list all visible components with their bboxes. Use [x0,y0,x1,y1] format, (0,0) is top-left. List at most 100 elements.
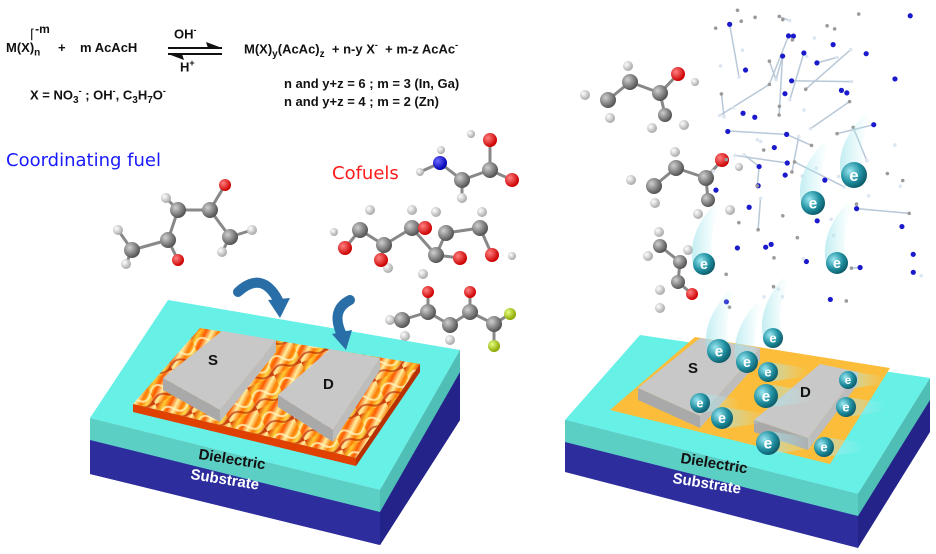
oh-sup: - [193,25,197,35]
polymer-atom [734,245,740,251]
polymer-atom [725,128,731,135]
condition-in-ga: n and y+z = 6 ; m = 3 (In, Ga) [284,76,460,91]
electron-trail [768,362,808,382]
polymer-atom [788,78,795,84]
h-label: H [180,59,190,75]
polymer-bond [805,48,852,90]
polymer-atom [825,23,829,28]
polymer-atom [827,296,833,303]
x-def-o: O [152,87,163,103]
electron-trail [700,393,740,413]
electron-icon [736,351,758,373]
polymer-atom [782,172,788,178]
polymer-atom [733,153,737,158]
polymer-atom [780,17,785,22]
x-def-sub3: 3 [73,94,79,106]
polymer-atom [739,19,744,24]
left-drain-electrode [278,349,380,430]
polymer-atom [787,18,792,23]
x-def-sup1: - [78,86,82,96]
polymer-atom [892,143,897,147]
left-drain-label: D [323,376,334,393]
polymer-atom [907,13,913,19]
polymer-atom [892,76,898,82]
x-def-sup2: - [112,86,116,96]
condition-zn: n and y+z = 4 ; m = 2 (Zn) [284,94,439,109]
polymer-atom [767,59,772,63]
polymer-atom [742,153,747,157]
reaction-reactant-metal: M(X)n [6,40,40,59]
polymer-atom [801,50,807,56]
propenol-molecule [580,61,699,133]
polymer-bond [735,154,788,164]
polymer-bond [816,56,838,64]
electron-label: e [700,257,708,273]
electron-label: e [696,396,703,411]
polymer-atom [724,272,728,277]
polymer-atom [755,184,760,188]
plus-1: + [58,40,66,55]
x-def-h: H [137,87,148,103]
polymer-atom [761,148,766,152]
electron-icon [693,253,715,275]
polymer-atom [822,177,828,183]
polymer-atom [792,160,797,164]
electron-icon [763,328,783,348]
polymer-atom [737,220,741,225]
left-dielectric-front [90,418,380,512]
polymer-atom [718,64,723,68]
electron-icon [814,437,834,457]
coordinating-fuel-label: Coordinating fuel [6,150,161,171]
product-sub-y: y [272,48,278,60]
left-source-electrode [163,331,276,410]
polymer-bond [791,80,852,83]
polymer-atom [910,269,916,275]
polymer-atom [758,196,763,201]
x-def-c-sub: 3 [132,94,138,106]
electron-label: e [764,365,771,380]
polymer-atom [898,184,903,189]
electron-label: e [820,440,827,455]
polymer-atom [832,27,837,31]
x-def-h-sub: 7 [147,94,153,106]
electron-label: e [762,388,771,405]
bracket: ⌈ [30,26,36,42]
polymer-atom [910,251,916,257]
polymer-atom [722,114,726,119]
polymer-atom [790,170,794,174]
polymer-bond [779,15,790,22]
polymer-bond [728,130,787,136]
polymer-atom [849,79,854,84]
electron-label: e [849,166,858,185]
electron-label: e [743,355,751,371]
product-acac-sup: - [455,40,459,50]
polymer-atom [866,193,871,198]
polymer-atom [711,169,716,173]
metal-symbol: M(X) [6,40,35,55]
product-x-sup: - [374,40,378,50]
polymer-atom [740,48,745,53]
electron-trail [839,115,870,175]
right-source-label: S [688,360,699,377]
x-definition: X = NO3- ; OH-, C3H7O- [30,86,166,106]
polymer-atom [814,60,820,66]
reactant-acac: m AcAcH [80,40,138,55]
electron-trail [846,397,886,417]
polymer-atom [777,104,782,109]
reactant-charge-bracket: ⌈-m [30,22,50,42]
polymer-bond [757,198,762,230]
electron-icon [690,393,710,413]
product-acac: (AcAc) [277,41,320,57]
polymer-atom [713,187,719,193]
electron-trail [824,203,853,263]
polymer-atom [782,91,788,97]
polymer-atom [856,12,861,16]
polymer-atom [919,273,923,278]
polymer-bond [789,52,805,100]
metal-sub: n [34,47,41,59]
x-def-sup3: - [162,86,166,96]
polymer-atom [735,8,740,13]
butenol-molecule [643,227,698,313]
polymer-atom [853,206,860,212]
